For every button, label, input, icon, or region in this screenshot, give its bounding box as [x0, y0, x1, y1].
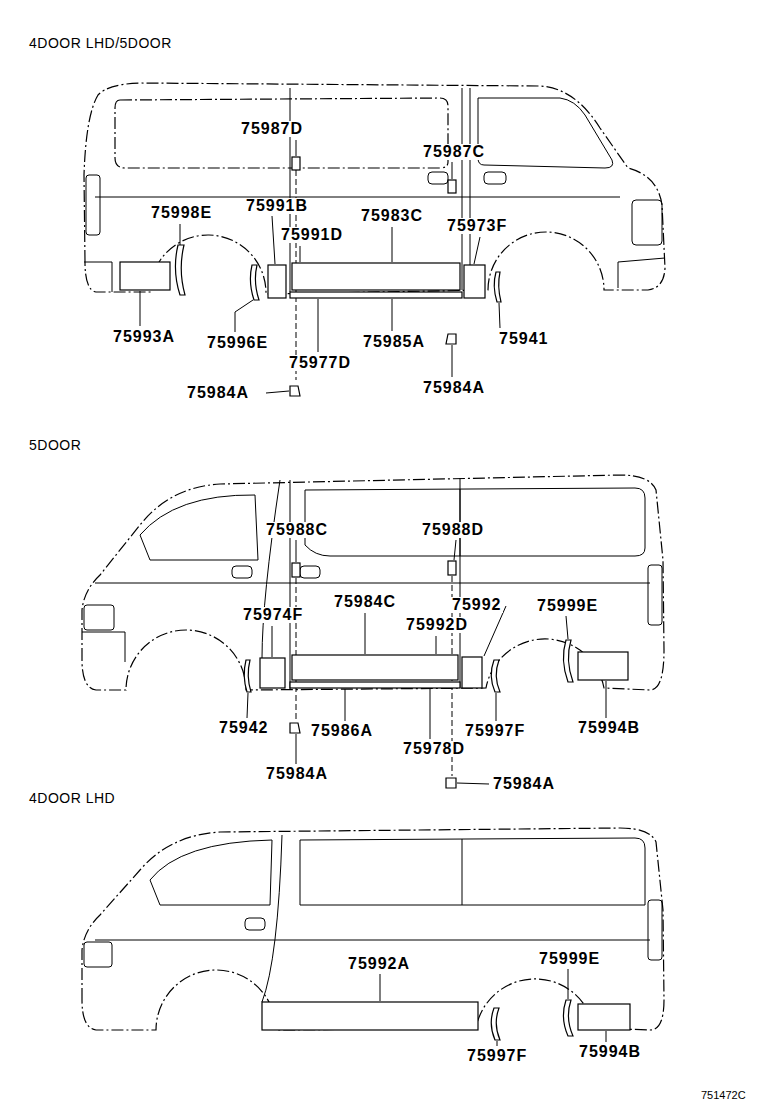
- callout-number: 75988C: [265, 522, 329, 538]
- molding-parts-3: [262, 1000, 630, 1040]
- section-heading: 4DOOR LHD: [28, 791, 116, 805]
- callout-number: 75988D: [421, 522, 485, 538]
- callout-number: 75984A: [492, 776, 556, 792]
- drawing-number: 751472C: [700, 1090, 747, 1101]
- callout-number: 75973F: [446, 218, 508, 234]
- leader-lines-2: [247, 540, 606, 784]
- callout-number: 75984C: [333, 594, 397, 610]
- van-body-2: [82, 475, 664, 776]
- callout-number: 75974F: [242, 607, 304, 623]
- callout-number: 75994B: [578, 1044, 642, 1060]
- callout-number: 75991D: [280, 227, 344, 243]
- callout-number: 75978D: [402, 741, 466, 757]
- callout-number: 75993A: [112, 329, 176, 345]
- callout-number: 75984A: [265, 766, 329, 782]
- van-body-3: [82, 828, 664, 1030]
- molding-parts-2: [244, 561, 628, 788]
- callout-number: 75999E: [538, 951, 601, 967]
- callout-number: 75985A: [362, 334, 426, 350]
- callout-number: 75994B: [577, 720, 641, 736]
- callout-number: 75987D: [240, 121, 304, 137]
- callout-number: 75991B: [245, 198, 309, 214]
- callout-number: 75941: [498, 331, 550, 347]
- leader-lines-1: [140, 140, 500, 393]
- callout-number: 75984A: [186, 385, 250, 401]
- callout-number: 75997F: [464, 723, 526, 739]
- callout-number: 75999E: [536, 598, 599, 614]
- section-heading: 5DOOR: [28, 438, 82, 452]
- molding-parts-1: [120, 157, 501, 396]
- callout-number: 75992: [451, 597, 503, 613]
- callout-number: 75984A: [422, 380, 486, 396]
- callout-number: 75997F: [466, 1048, 528, 1064]
- callout-number: 75983C: [360, 208, 424, 224]
- callout-number: 75998E: [150, 205, 213, 221]
- callout-number: 75992D: [405, 617, 469, 633]
- leader-lines-3: [380, 969, 606, 1046]
- callout-number: 75992A: [347, 956, 411, 972]
- callout-number: 75987C: [422, 144, 486, 160]
- callout-number: 75986A: [310, 723, 374, 739]
- van-body-1: [84, 83, 665, 380]
- callout-number: 75996E: [206, 335, 269, 351]
- callout-number: 75977D: [288, 355, 352, 371]
- section-heading: 4DOOR LHD/5DOOR: [28, 36, 173, 50]
- callout-number: 75942: [218, 720, 270, 736]
